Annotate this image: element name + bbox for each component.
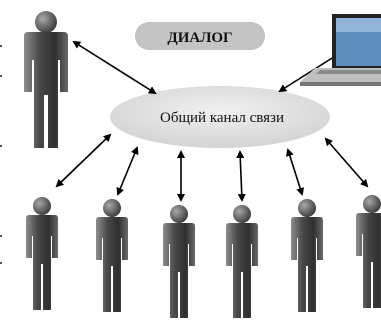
arrow-person-5 <box>286 148 304 196</box>
arrow-top-person <box>72 40 157 95</box>
edge-mark <box>0 75 2 77</box>
title-pill: ДИАЛОГ <box>135 22 265 50</box>
edge-mark <box>0 235 2 237</box>
edge-mark <box>0 262 2 264</box>
channel-label: Общий канал связи <box>160 110 284 126</box>
person-icon-2 <box>96 199 128 312</box>
edge-mark <box>0 45 2 47</box>
person-icon-6 <box>356 195 381 308</box>
person-icon-top <box>24 11 68 148</box>
channel-ellipse: Общий канал связи <box>110 86 330 148</box>
arrow-person-6 <box>324 137 369 188</box>
arrow-person-2 <box>116 146 139 196</box>
arrow-person-4 <box>236 150 246 202</box>
person-icon-4 <box>226 205 258 318</box>
title-text: ДИАЛОГ <box>167 30 232 46</box>
person-icon-3 <box>163 205 195 318</box>
arrow-person-1 <box>55 133 112 188</box>
computer-icon <box>300 14 381 86</box>
person-icon-1 <box>26 197 58 310</box>
edge-mark <box>0 145 2 147</box>
person-icon-5 <box>291 199 323 312</box>
